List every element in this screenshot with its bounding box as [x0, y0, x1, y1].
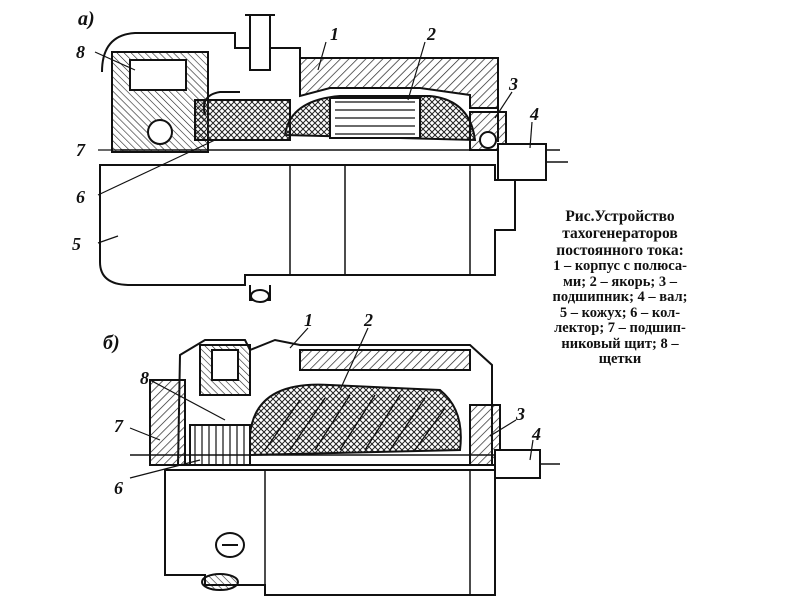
view-a-callout-8: 8 [76, 42, 85, 62]
view-b-armature [249, 383, 462, 457]
view-b-callout-1: 1 [304, 310, 313, 330]
view-a-bearing-left [147, 119, 173, 145]
caption-legend-line: щетки [598, 351, 642, 367]
caption-title-line: постоянного тока: [556, 242, 684, 259]
caption-legend-line: лектор; 7 – подшип- [554, 320, 686, 336]
view-a-lower-body [99, 164, 516, 286]
view-b-label: б) [103, 332, 120, 354]
view-a-label: а) [78, 8, 95, 30]
view-a-callout-3: 3 [508, 74, 518, 94]
view-b-end-shield [149, 379, 186, 466]
view-b-callout-2: 2 [363, 310, 373, 330]
view-a-top-screw [249, 14, 271, 71]
view-a-drawing [94, 14, 568, 303]
view-a-callout-5: 5 [72, 234, 81, 254]
view-a-callout-4: 4 [529, 104, 539, 124]
view-b-callout-4: 4 [531, 424, 541, 444]
view-b-callout-3: 3 [515, 404, 525, 424]
view-a-callout-7: 7 [76, 140, 86, 160]
caption-legend-line: подшипник; 4 – вал; [552, 289, 688, 305]
view-b-callout-6: 6 [114, 478, 123, 498]
view-a-callout-2: 2 [426, 24, 436, 44]
view-a-callout-6: 6 [76, 187, 85, 207]
figure-caption: Рис.Устройство тахогенераторов постоянно… [520, 208, 720, 368]
view-b-commutator [189, 424, 251, 466]
view-a-housing-body [299, 57, 499, 109]
caption-legend-line: 5 – кожух; 6 – кол- [559, 304, 681, 321]
caption-legend-line: 1 – корпус с полюса- [553, 258, 687, 274]
caption-legend-line: никовый щит; 8 – [561, 335, 679, 352]
caption-title-line: тахогенераторов [562, 225, 678, 242]
caption-legend-line: ми; 2 – якорь; 3 – [562, 273, 677, 290]
view-b-callout-7: 7 [114, 416, 124, 436]
caption-title: Рис.Устройство тахогенераторов постоянно… [520, 208, 720, 259]
view-b-drawing [129, 327, 560, 596]
caption-legend: 1 – корпус с полюса- ми; 2 – якорь; 3 – … [520, 258, 720, 368]
view-a-callout-1: 1 [330, 24, 339, 44]
view-b-shaft [494, 449, 541, 479]
view-a-shaft [497, 143, 547, 181]
view-b-callout-8: 8 [140, 368, 149, 388]
caption-title-line: Рис.Устройство [565, 208, 675, 225]
view-a-leader-lines [94, 41, 533, 244]
view-b-leader-lines [129, 327, 534, 479]
